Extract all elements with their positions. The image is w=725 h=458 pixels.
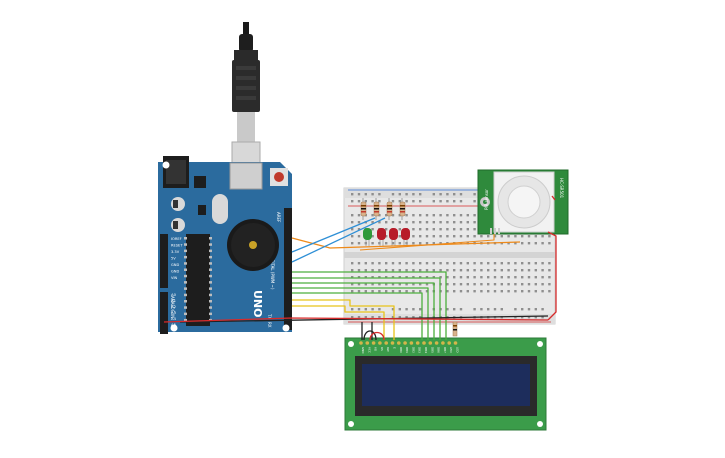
lcd-pin-label: LED (456, 347, 460, 352)
lcd-pin-label: DB7 (443, 347, 447, 353)
pir-right-label: HC-SR501 (559, 178, 564, 199)
wire (292, 299, 395, 340)
lcd-pin-label: DB1 (405, 347, 409, 353)
power-pin-label: VIN (171, 276, 178, 280)
lcd-pin-label: E (393, 347, 397, 349)
resistor (373, 198, 380, 220)
rx-label: RX (267, 322, 272, 328)
piezo-buzzer (227, 219, 279, 271)
lcd-pin-label: VO (374, 347, 378, 352)
power-header (160, 234, 168, 288)
lcd-pin-label: DB6 (437, 347, 441, 353)
power-pin-label: RESET (171, 244, 183, 248)
lcd-screen (362, 364, 530, 406)
wire (363, 330, 377, 341)
wire (292, 287, 429, 340)
power-pin-label: GND (171, 270, 179, 274)
lcd-pin-label: GND (361, 347, 365, 353)
resistor (399, 198, 406, 220)
analog-pin-label: A3 (171, 310, 177, 315)
wire (291, 217, 386, 263)
lcd-pin-label: DB2 (411, 347, 415, 353)
led (389, 228, 398, 246)
lcd-pin-label: DB4 (424, 347, 428, 353)
digital-header (284, 208, 292, 330)
analog-pin-label: A1 (171, 298, 177, 303)
led-group (363, 228, 410, 246)
wire (292, 292, 423, 340)
resistor (360, 198, 367, 220)
pir-sensor: PIR sensor HC-SR501 (477, 169, 569, 235)
wire (369, 331, 385, 341)
resistor (386, 198, 393, 220)
lcd-resistor (452, 321, 458, 337)
lcd-pin-label: DB5 (430, 347, 434, 353)
atmega-chip (186, 234, 210, 326)
power-pin-label: 3.3V (171, 250, 180, 254)
power-pin-label: GND (171, 263, 179, 267)
lcd-pin-label: RS (380, 347, 384, 351)
wire (292, 282, 435, 340)
analog-pin-label: A4 (171, 316, 177, 321)
usb-port (229, 162, 263, 190)
wire (547, 231, 557, 321)
wire (551, 195, 556, 201)
analog-pin-label: A5 (171, 322, 177, 327)
lcd-pin-label: DB0 (399, 347, 403, 353)
analog-header (160, 292, 168, 334)
wires (163, 195, 557, 341)
power-pin-label: 5V (171, 257, 176, 261)
wire (291, 217, 376, 253)
lcd-pin-label: VCC (367, 347, 371, 353)
power-pin-label: IOREF (171, 237, 182, 241)
tx-label: TX (267, 313, 272, 319)
wire (292, 305, 385, 340)
lcd-pin-label: RW (386, 347, 390, 352)
led (377, 228, 386, 246)
led (363, 228, 372, 246)
wire (291, 237, 521, 249)
analog-pin-label: A0 (171, 292, 177, 297)
led (401, 228, 410, 246)
wire (163, 317, 549, 323)
lcd-pin-label: DB3 (418, 347, 422, 353)
analog-title: ANALOG IN (170, 296, 175, 318)
uno-logo: UNO (251, 290, 264, 318)
wire (359, 234, 495, 251)
lcd-pin-label: LED (449, 347, 453, 352)
aref-label: AREF (276, 212, 281, 223)
pir-left-label: PIR sensor (484, 189, 489, 210)
analog-pin-label: A2 (171, 304, 177, 309)
resistor-group (360, 198, 406, 220)
digital-label: DIGITAL (PWM ~) (270, 255, 275, 290)
